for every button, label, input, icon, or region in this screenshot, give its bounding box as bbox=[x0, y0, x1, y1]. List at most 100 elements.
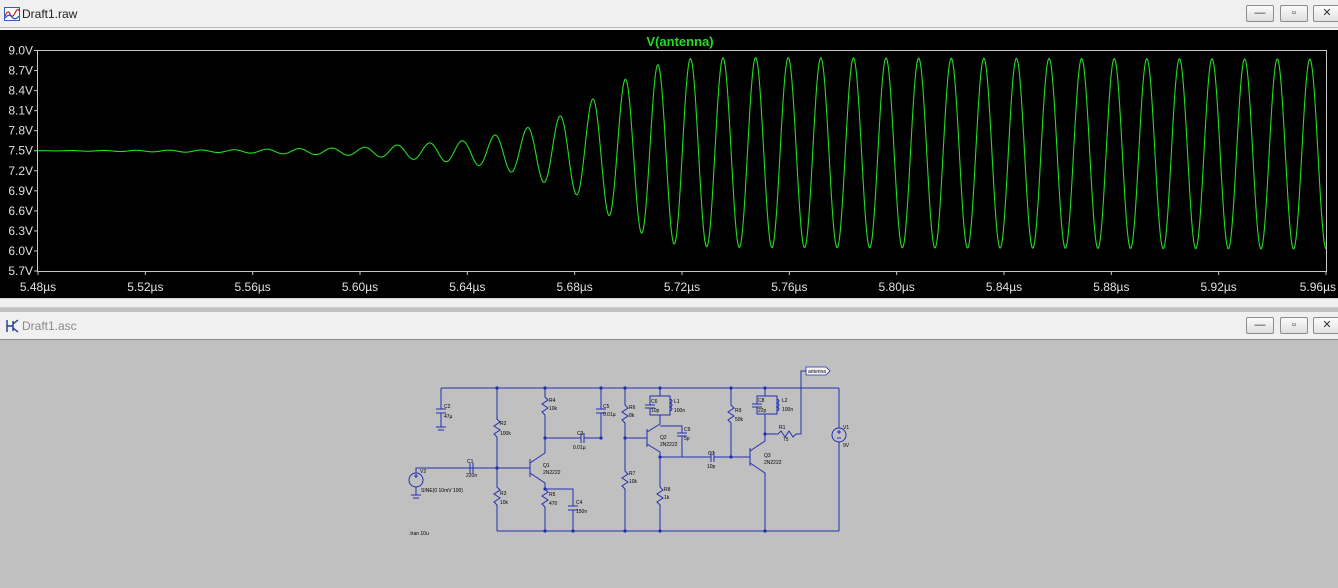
component-value[interactable]: 47µ bbox=[444, 414, 453, 420]
component-value[interactable]: 0.01µ bbox=[573, 445, 586, 451]
y-tick-label: 6.3V bbox=[8, 224, 33, 238]
y-tick-label: 6.0V bbox=[8, 244, 33, 258]
spice-directive[interactable]: .tran 10u bbox=[409, 531, 429, 537]
component-value[interactable]: 10k bbox=[549, 406, 558, 412]
schematic-app-icon bbox=[6, 319, 19, 333]
net-label-antenna[interactable]: antenna bbox=[805, 366, 831, 376]
x-tick-label: 5.96µs bbox=[1300, 280, 1336, 294]
component-ref[interactable]: C1 bbox=[467, 459, 474, 465]
pane-splitter[interactable] bbox=[0, 298, 1338, 308]
component-value[interactable]: 100k bbox=[500, 431, 511, 437]
component-value[interactable]: 470 bbox=[549, 501, 558, 507]
window-title: Draft1.raw bbox=[22, 7, 78, 21]
y-tick-label: 8.1V bbox=[8, 104, 33, 118]
y-tick-label: 6.9V bbox=[8, 184, 33, 198]
schematic-canvas-pane[interactable]: antenna C2 47µ R2 100k R3 10k R4 10k R5 … bbox=[0, 339, 1338, 583]
window-title: Draft1.asc bbox=[22, 319, 77, 333]
restore-icon: ▫ bbox=[1292, 319, 1296, 331]
component-ref[interactable]: C2 bbox=[444, 404, 451, 410]
component-ref[interactable]: R7 bbox=[629, 471, 636, 477]
y-tick-label: 6.6V bbox=[8, 204, 33, 218]
y-tick-label: 8.7V bbox=[8, 64, 33, 78]
close-button[interactable]: ✕ bbox=[1313, 5, 1338, 22]
trace-line-antenna[interactable] bbox=[38, 57, 1327, 250]
waveform-titlebar[interactable]: Draft1.raw — ▫ ✕ bbox=[0, 0, 1338, 28]
component-ref[interactable]: R1 bbox=[779, 425, 786, 431]
component-ref[interactable]: Q3 bbox=[764, 453, 771, 459]
y-tick-label: 7.2V bbox=[8, 164, 33, 178]
x-tick-label: 5.72µs bbox=[664, 280, 700, 294]
y-tick-label: 7.5V bbox=[8, 144, 33, 158]
waveform-plot[interactable]: V(antenna) 9.0V 8.7V 8.4V 8.1V 7.8V 7.5V 7.2V 6… bbox=[0, 30, 1338, 298]
component-ref[interactable]: C8 bbox=[758, 398, 765, 404]
x-tick-label: 5.56µs bbox=[235, 280, 271, 294]
y-tick-label: 7.8V bbox=[8, 124, 33, 138]
y-tick-label: 5.7V bbox=[8, 264, 33, 278]
restore-button[interactable]: ▫ bbox=[1280, 5, 1308, 22]
component-value[interactable]: 100n bbox=[674, 408, 685, 414]
component-ref[interactable]: C9 bbox=[684, 427, 691, 433]
minimize-icon: — bbox=[1254, 319, 1266, 331]
component-value[interactable]: 22p bbox=[758, 408, 767, 414]
component-ref[interactable]: R5 bbox=[549, 492, 556, 498]
wire-junctions bbox=[495, 386, 767, 533]
component-value[interactable]: 10p bbox=[707, 464, 716, 470]
component-ref[interactable]: C4 bbox=[576, 500, 583, 506]
schematic-canvas[interactable]: antenna C2 47µ R2 100k R3 10k R4 10k R5 … bbox=[0, 340, 1338, 583]
component-ref[interactable]: L1 bbox=[674, 399, 680, 405]
component-ref[interactable]: R6 bbox=[629, 405, 636, 411]
minimize-button[interactable]: — bbox=[1246, 317, 1274, 334]
component-ref[interactable]: C3 bbox=[577, 431, 584, 437]
component-value[interactable]: 10k bbox=[500, 500, 509, 506]
x-tick-label: 5.92µs bbox=[1201, 280, 1237, 294]
schematic-wires bbox=[408, 370, 847, 532]
component-ref[interactable]: V2 bbox=[420, 469, 426, 475]
y-tick-label: 8.4V bbox=[8, 84, 33, 98]
x-tick-label: 5.64µs bbox=[449, 280, 485, 294]
component-value[interactable]: 10k bbox=[629, 479, 638, 485]
minimize-button[interactable]: — bbox=[1246, 5, 1274, 22]
component-ref[interactable]: R8 bbox=[664, 487, 671, 493]
y-axis: 9.0V 8.7V 8.4V 8.1V 7.8V 7.5V 7.2V 6.9V 6.6V 6.3V… bbox=[8, 44, 38, 278]
component-ref[interactable]: R2 bbox=[500, 421, 507, 427]
x-tick-label: 5.48µs bbox=[20, 280, 56, 294]
component-value[interactable]: 50k bbox=[735, 417, 744, 423]
component-value[interactable]: 150n bbox=[576, 509, 587, 515]
waveform-app-icon bbox=[4, 7, 20, 21]
component-ref[interactable]: Q1 bbox=[543, 463, 550, 469]
waveform-plot-pane[interactable]: V(antenna) 9.0V 8.7V 8.4V 8.1V 7.8V 7.5V 7.2V 6… bbox=[0, 30, 1338, 298]
component-value[interactable]: 220n bbox=[466, 473, 477, 479]
trace-label[interactable]: V(antenna) bbox=[646, 34, 713, 49]
restore-button[interactable]: ▫ bbox=[1280, 317, 1308, 334]
restore-icon: ▫ bbox=[1292, 7, 1296, 19]
component-value[interactable]: 2N2222 bbox=[764, 460, 782, 466]
source-v2-spec[interactable]: SINE(0 10mV 100) bbox=[421, 488, 463, 494]
component-ref[interactable]: C6 bbox=[651, 399, 658, 405]
x-tick-label: 5.52µs bbox=[127, 280, 163, 294]
component-value[interactable]: 0.01µ bbox=[603, 412, 616, 418]
component-ref[interactable]: R4 bbox=[549, 398, 556, 404]
component-ref[interactable]: Q2 bbox=[660, 435, 667, 441]
x-tick-label: 5.80µs bbox=[879, 280, 915, 294]
component-value[interactable]: 2N2222 bbox=[660, 442, 678, 448]
component-value[interactable]: 2N2222 bbox=[543, 470, 561, 476]
component-ref[interactable]: C5 bbox=[603, 404, 610, 410]
x-tick-label: 5.84µs bbox=[986, 280, 1022, 294]
component-ref[interactable]: V1 bbox=[843, 425, 849, 431]
component-ref[interactable]: L2 bbox=[782, 398, 788, 404]
schematic-titlebar[interactable]: Draft1.asc — ▫ ✕ bbox=[0, 312, 1338, 340]
component-value[interactable]: 8k bbox=[629, 413, 635, 419]
component-ref[interactable]: C7 bbox=[708, 451, 715, 457]
component-value[interactable]: 75 bbox=[783, 437, 789, 443]
component-ref[interactable]: R9 bbox=[735, 408, 742, 414]
component-value[interactable]: 100n bbox=[782, 407, 793, 413]
close-button[interactable]: ✕ bbox=[1313, 317, 1338, 334]
component-value[interactable]: 9V bbox=[843, 443, 850, 449]
x-tick-label: 5.76µs bbox=[771, 280, 807, 294]
component-ref[interactable]: R3 bbox=[500, 491, 507, 497]
component-value[interactable]: 5p bbox=[684, 436, 690, 442]
component-value[interactable]: 10p bbox=[651, 408, 660, 414]
y-tick-label: 9.0V bbox=[8, 44, 33, 58]
component-value[interactable]: 1k bbox=[664, 495, 670, 501]
